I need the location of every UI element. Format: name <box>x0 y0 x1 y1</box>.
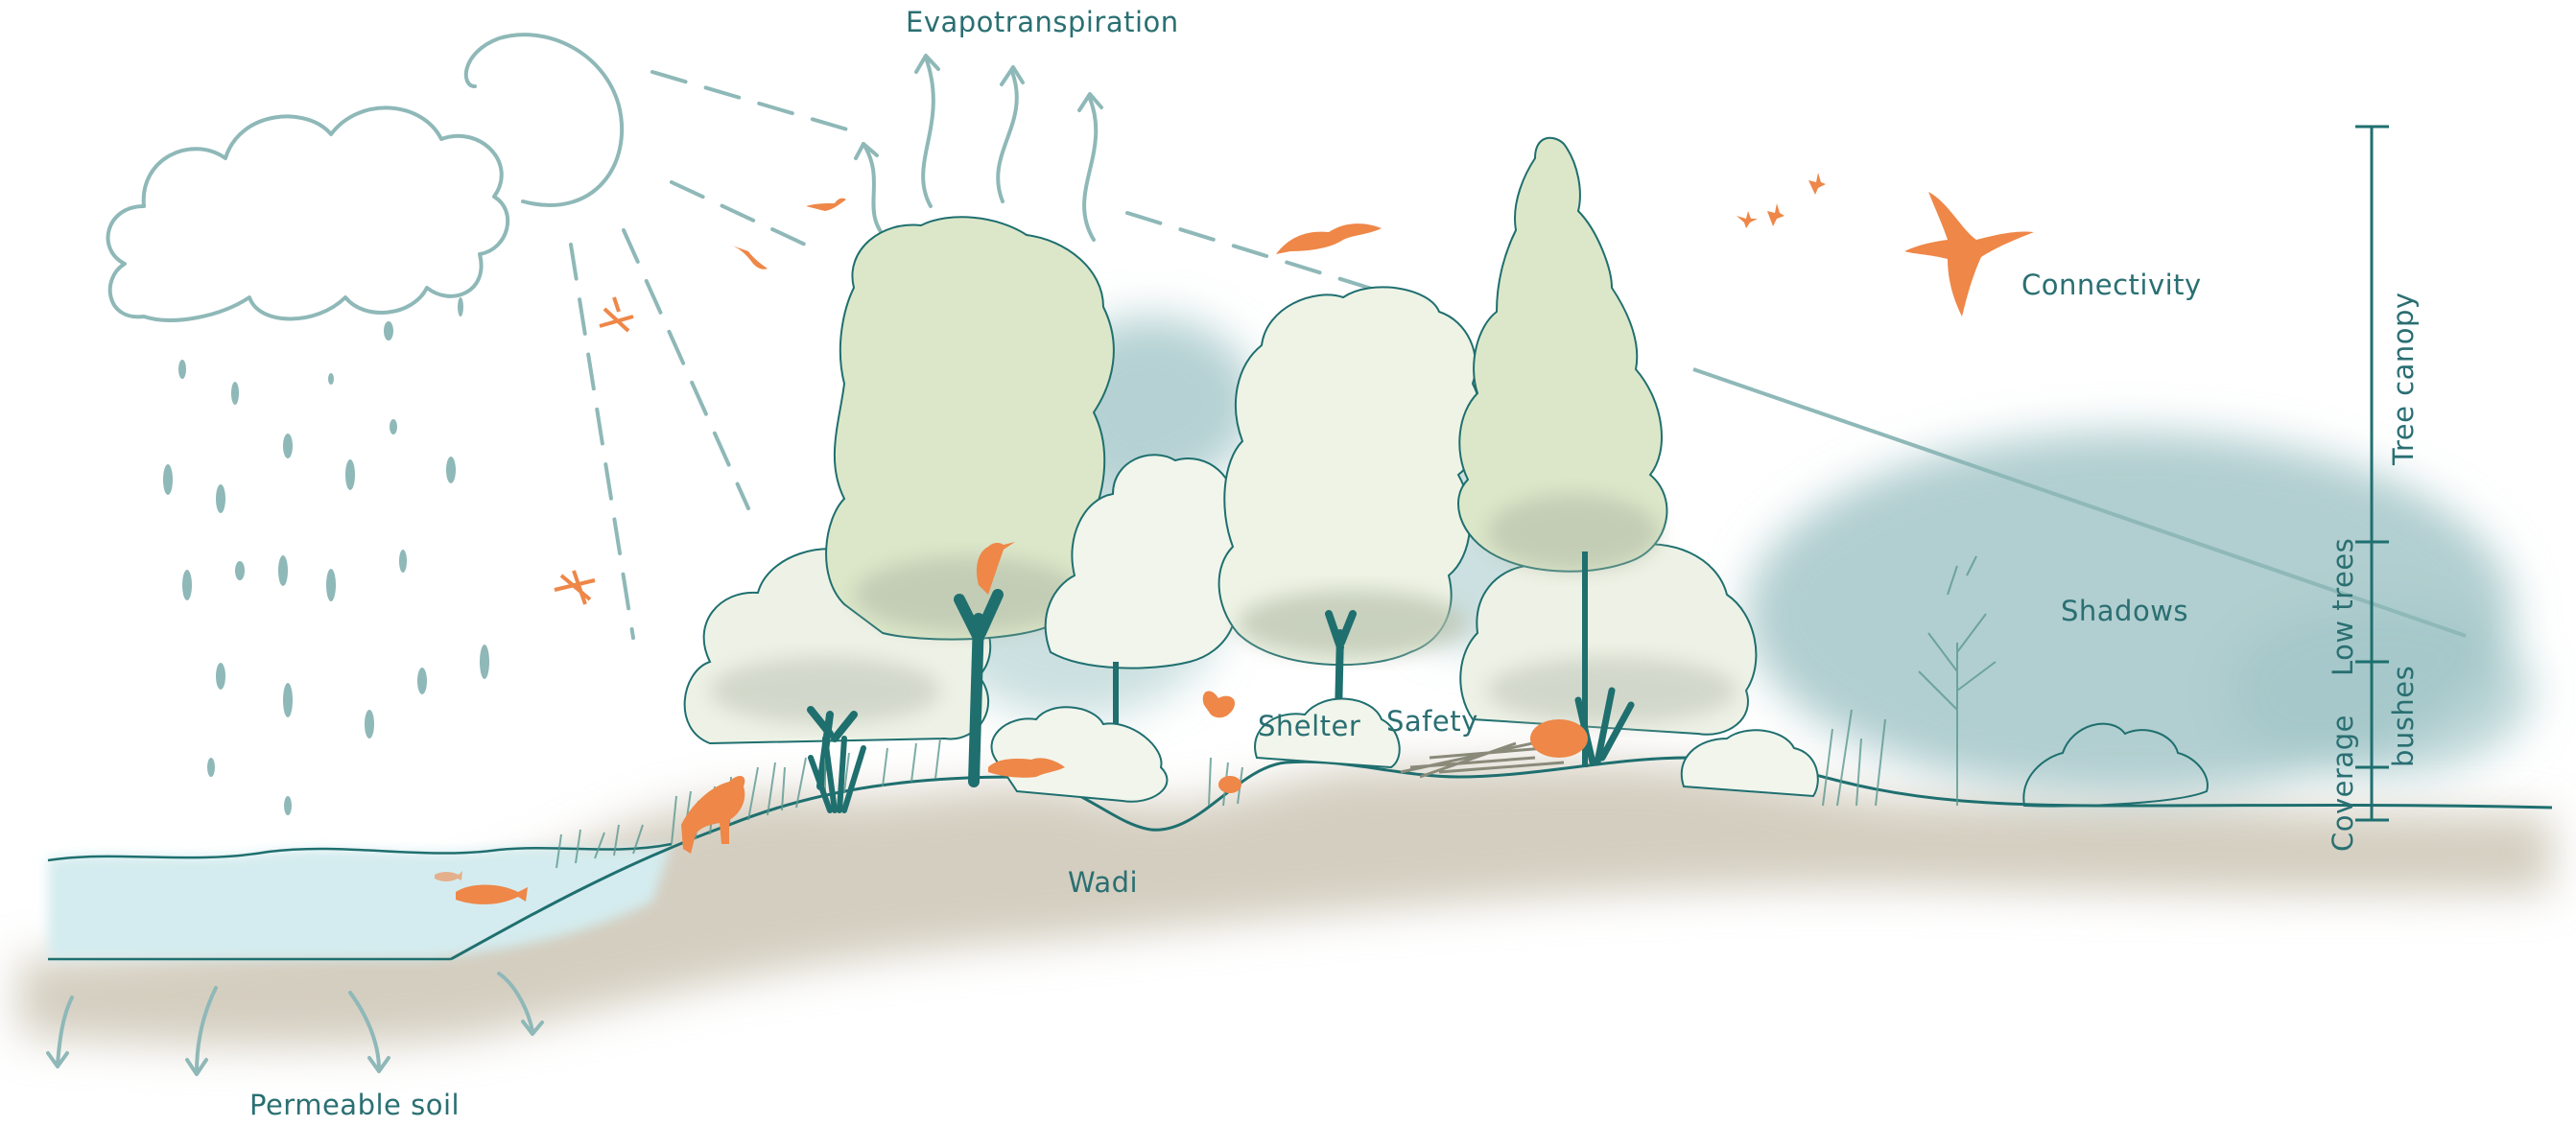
bird-connectivity-icon <box>1904 192 2034 317</box>
sun-icon <box>466 35 622 205</box>
label-shelter: Shelter <box>1258 710 1360 742</box>
hedgehog-icon <box>1530 719 1588 758</box>
bird-flying-icon <box>1276 223 1382 254</box>
label-bushes: bushes <box>2387 666 2420 767</box>
label-permeable-soil: Permeable soil <box>249 1089 460 1121</box>
rain-drops <box>163 297 489 815</box>
cloud-icon <box>108 107 508 320</box>
label-coverage: Coverage <box>2327 715 2359 852</box>
label-tree-canopy: Tree canopy <box>2387 292 2420 465</box>
small-bird-icon <box>1737 211 1758 228</box>
label-low-trees: Low trees <box>2327 538 2359 676</box>
label-wadi: Wadi <box>1068 866 1138 899</box>
label-connectivity: Connectivity <box>2021 269 2202 301</box>
label-evapotranspiration: Evapotranspiration <box>906 6 1179 38</box>
small-bird-icon <box>1808 173 1826 195</box>
label-safety: Safety <box>1386 705 1478 738</box>
small-bird-icon <box>1767 203 1784 226</box>
dragonfly-icon <box>600 297 633 331</box>
butterfly-icon <box>1203 692 1235 718</box>
label-shadows: Shadows <box>2061 595 2188 627</box>
evapotranspiration-arrows <box>856 56 1101 240</box>
dragonfly-icon <box>555 571 595 604</box>
small-bird-icon <box>729 245 768 270</box>
small-animal-icon <box>1218 776 1241 793</box>
small-bird-icon <box>806 199 846 211</box>
mid-tree <box>1219 287 1482 715</box>
